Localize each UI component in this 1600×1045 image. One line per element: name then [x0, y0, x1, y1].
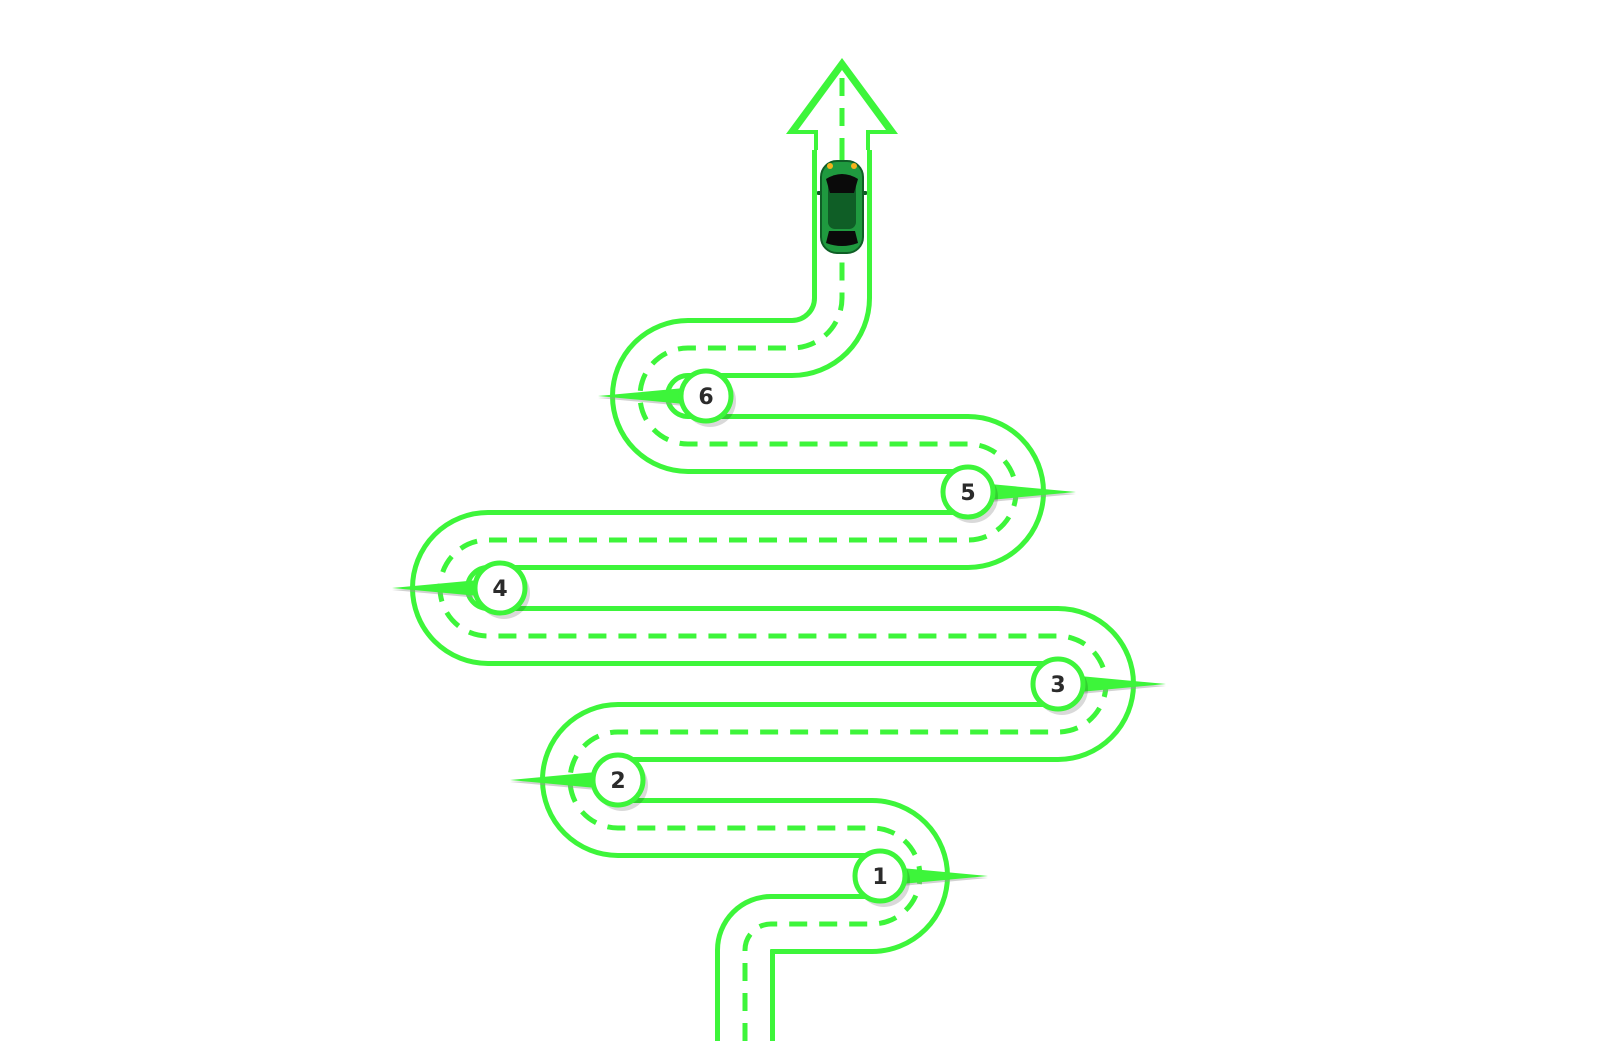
milestone-label: 4 [492, 577, 507, 602]
car-icon [817, 160, 867, 254]
milestone-badge [678, 368, 734, 424]
up-arrow-icon [786, 58, 898, 150]
milestone-6: 6 [598, 368, 736, 427]
milestone-label: 3 [1050, 673, 1065, 698]
milestone-badge [852, 848, 908, 904]
milestone-badge [1030, 656, 1086, 712]
milestone-label: 2 [610, 769, 625, 794]
milestone-1: 1 [852, 848, 988, 907]
milestone-5: 5 [940, 464, 1076, 523]
milestone-badge [472, 560, 528, 616]
milestone-label: 5 [960, 481, 975, 506]
milestone-badge [940, 464, 996, 520]
milestone-3: 3 [1030, 656, 1166, 715]
road-center-line [437, 150, 1109, 1041]
milestone-2: 2 [510, 752, 648, 811]
milestone-4: 4 [392, 560, 530, 619]
milestone-label: 6 [698, 385, 713, 410]
milestone-badge [590, 752, 646, 808]
milestone-markers: 1 2 3 4 5 6 [392, 368, 1166, 907]
milestone-label: 1 [872, 865, 887, 890]
road-surface [415, 150, 1131, 1041]
